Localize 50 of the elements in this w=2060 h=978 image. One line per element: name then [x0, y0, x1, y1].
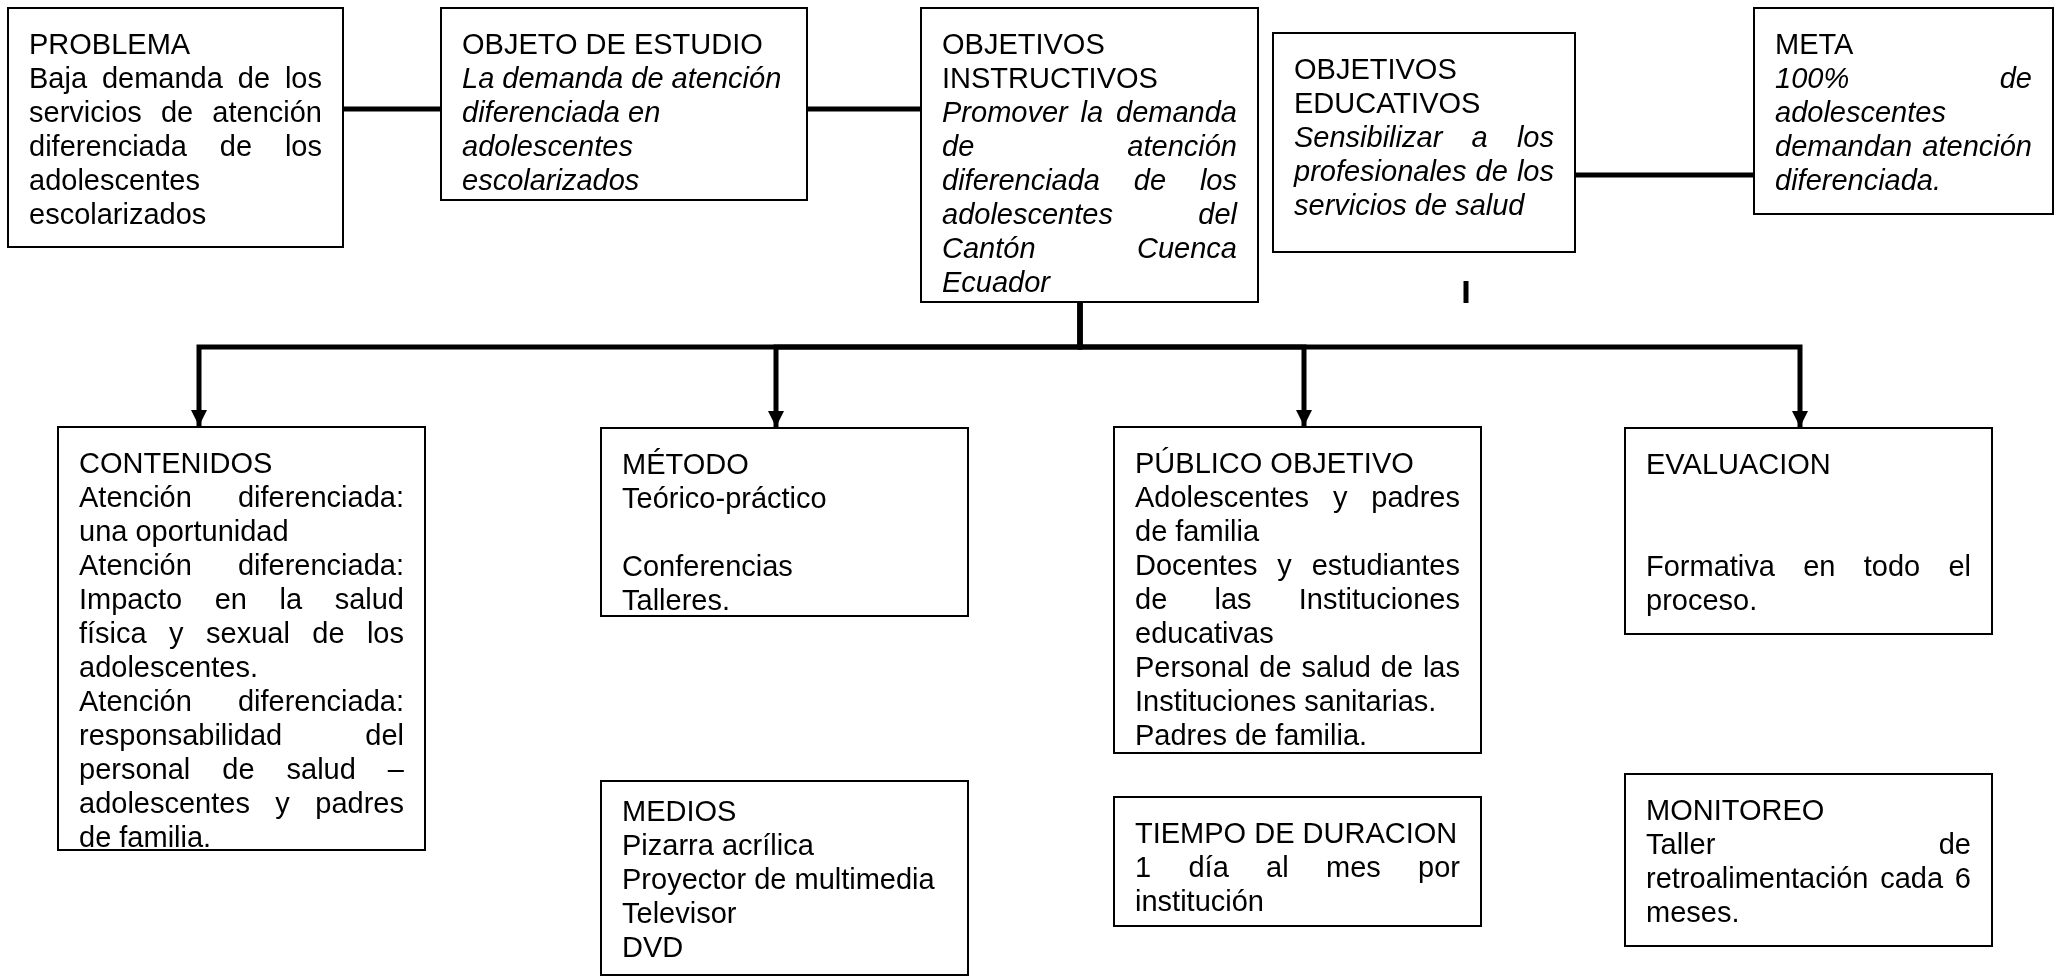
box-heading: MEDIOS	[622, 794, 738, 828]
connector-line	[808, 106, 920, 112]
text-box	[1113, 796, 1482, 927]
text-box	[600, 427, 969, 617]
connector-line	[1576, 172, 1753, 178]
box-heading: OBJETIVOS EDUCATIVOS	[1294, 52, 1482, 120]
text-box	[7, 7, 344, 248]
box-text: Adolescentes y padres de familia	[1135, 480, 1460, 548]
text-box	[920, 7, 1259, 303]
box-heading: MONITOREO	[1646, 793, 1826, 827]
connector-line	[344, 106, 440, 112]
box-heading: META	[1775, 27, 1855, 61]
box-heading: EVALUACION	[1646, 447, 1832, 481]
box-text: Talleres.	[622, 583, 731, 617]
box-heading: OBJETO DE ESTUDIO	[462, 27, 764, 61]
box-text: Personal de salud de las Instituciones sanitarias.	[1135, 650, 1460, 718]
box-text: Formativa en todo el proceso.	[1646, 549, 1971, 617]
box-text: Padres de familia.	[1135, 718, 1369, 752]
box-text: La demanda de atención diferenciada en adolescentes escolarizados	[462, 61, 783, 197]
connector-line	[1077, 303, 1808, 427]
box-heading: OBJETIVOS INSTRUCTIVOS	[942, 27, 1159, 95]
text-box	[1624, 773, 1993, 947]
box-text: Baja demanda de los servicios de atención diferenciada de los adolescentes escolarizados	[29, 61, 322, 231]
box-text: 100% de adolescentes demandan atención diferenciada.	[1775, 61, 2032, 197]
box-text: Conferencias	[622, 549, 794, 583]
box-text: Atención diferenciada: Impacto en la salud física y sexual de los adolescentes.	[79, 548, 404, 684]
box-text: Atención diferenciada: una oportunidad	[79, 480, 404, 548]
box-text: Proyector de multimedia	[622, 862, 936, 896]
text-box	[600, 780, 969, 976]
box-text: Docentes y estudiantes de las Instituciones educativas	[1135, 548, 1460, 650]
box-text: Pizarra acrílica	[622, 828, 815, 862]
box-text: Atención diferenciada: responsabilidad del personal de salud – adolescentes y padres de familia.	[79, 684, 404, 854]
text-box	[1753, 7, 2054, 215]
text-box	[440, 7, 808, 201]
box-heading: PÚBLICO OBJETIVO	[1135, 446, 1415, 480]
box-text: Televisor	[622, 896, 738, 930]
box-text: Taller de retroalimentación cada 6 meses.	[1646, 827, 1971, 929]
text-box	[1272, 32, 1576, 253]
box-heading: MÉTODO	[622, 447, 750, 481]
text-box	[1624, 427, 1993, 635]
box-text: 1 día al mes por institución	[1135, 850, 1460, 918]
box-text: Sensibilizar a los profesionales de los servicios de salud	[1294, 120, 1554, 222]
box-heading: PROBLEMA	[29, 27, 192, 61]
text-box	[1113, 426, 1482, 754]
box-text: DVD	[622, 930, 685, 964]
box-text: Promover la demanda de atención diferenciada de los adolescentes del Cantón Cuenca Ecuador	[942, 95, 1237, 299]
box-heading: CONTENIDOS	[79, 446, 274, 480]
box-text: Teórico-práctico	[622, 481, 828, 515]
box-heading: TIEMPO DE DURACION	[1135, 816, 1459, 850]
text-box	[57, 426, 426, 851]
